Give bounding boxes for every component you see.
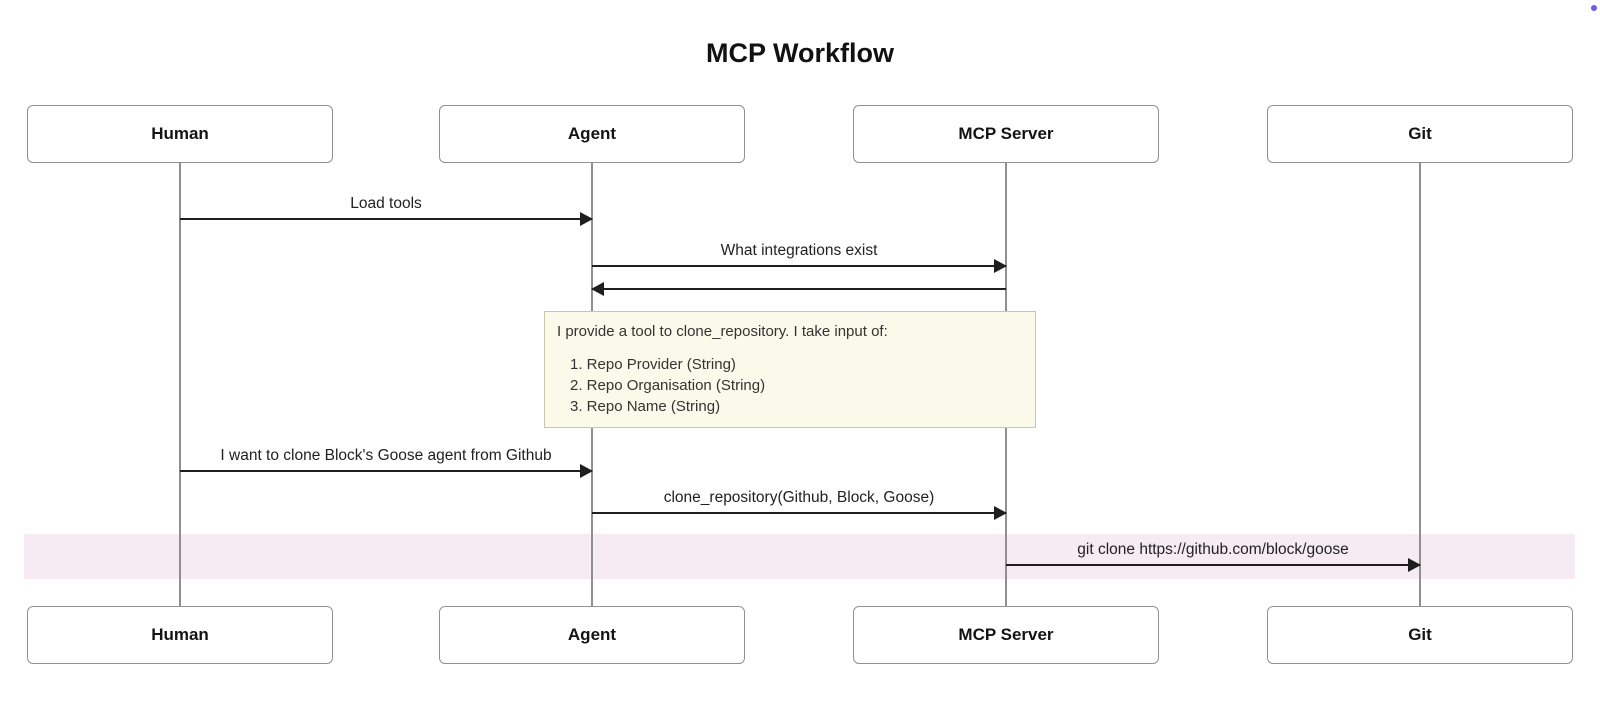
actor-label: Human [151,124,209,143]
actor-git-top: Git [1267,105,1573,163]
message-clone-request: I want to clone Block's Goose agent from… [180,442,593,478]
accent-dot [1591,5,1597,11]
message-line [180,218,592,220]
message-git-clone: git clone https://github.com/block/goose [1006,536,1421,572]
diagram-title: MCP Workflow [705,38,894,68]
message-line [592,512,1006,514]
note-clone-repository-tool: I provide a tool to clone_repository. I … [544,311,1036,428]
message-line [592,265,1006,267]
actor-label: MCP Server [958,124,1054,143]
actor-mcp-server-top: MCP Server [853,105,1159,163]
actor-label: Git [1408,625,1432,644]
actor-label: Agent [567,625,617,644]
message-what-integrations-exist: What integrations exist [592,237,1007,273]
message-load-tools: Load tools [180,190,593,226]
note-item: 1. Repo Provider (String) [570,356,736,373]
message-line [1006,564,1420,566]
note-intro: I provide a tool to clone_repository. I … [557,323,888,340]
message-label: I want to clone Block's Goose agent from… [220,447,552,464]
arrowhead-right-icon [994,506,1007,520]
message-integrations-reply [591,282,1006,296]
actor-label: Agent [567,124,617,143]
note-item: 2. Repo Organisation (String) [570,377,766,394]
arrowhead-right-icon [580,464,593,478]
message-label: Load tools [350,195,422,212]
message-clone-repository-call: clone_repository(Github, Block, Goose) [592,484,1007,520]
note-item: 3. Repo Name (String) [570,398,721,415]
lifeline-human [179,163,181,606]
actor-git-bottom: Git [1267,606,1573,664]
message-line [592,288,1006,290]
actor-human-top: Human [27,105,333,163]
message-label: clone_repository(Github, Block, Goose) [663,489,935,506]
message-label: git clone https://github.com/block/goose [1077,541,1349,558]
arrowhead-right-icon [580,212,593,226]
highlight-band [24,534,1575,579]
actor-mcp-server-bottom: MCP Server [853,606,1159,664]
actor-agent-bottom: Agent [439,606,745,664]
message-line [180,470,592,472]
lifeline-git [1419,163,1421,606]
arrowhead-right-icon [1408,558,1421,572]
arrowhead-right-icon [994,259,1007,273]
actor-label: MCP Server [958,625,1054,644]
actor-agent-top: Agent [439,105,745,163]
actor-label: Git [1408,124,1432,143]
actor-label: Human [151,625,209,644]
message-label: What integrations exist [720,242,878,259]
arrowhead-left-icon [591,282,604,296]
actor-human-bottom: Human [27,606,333,664]
